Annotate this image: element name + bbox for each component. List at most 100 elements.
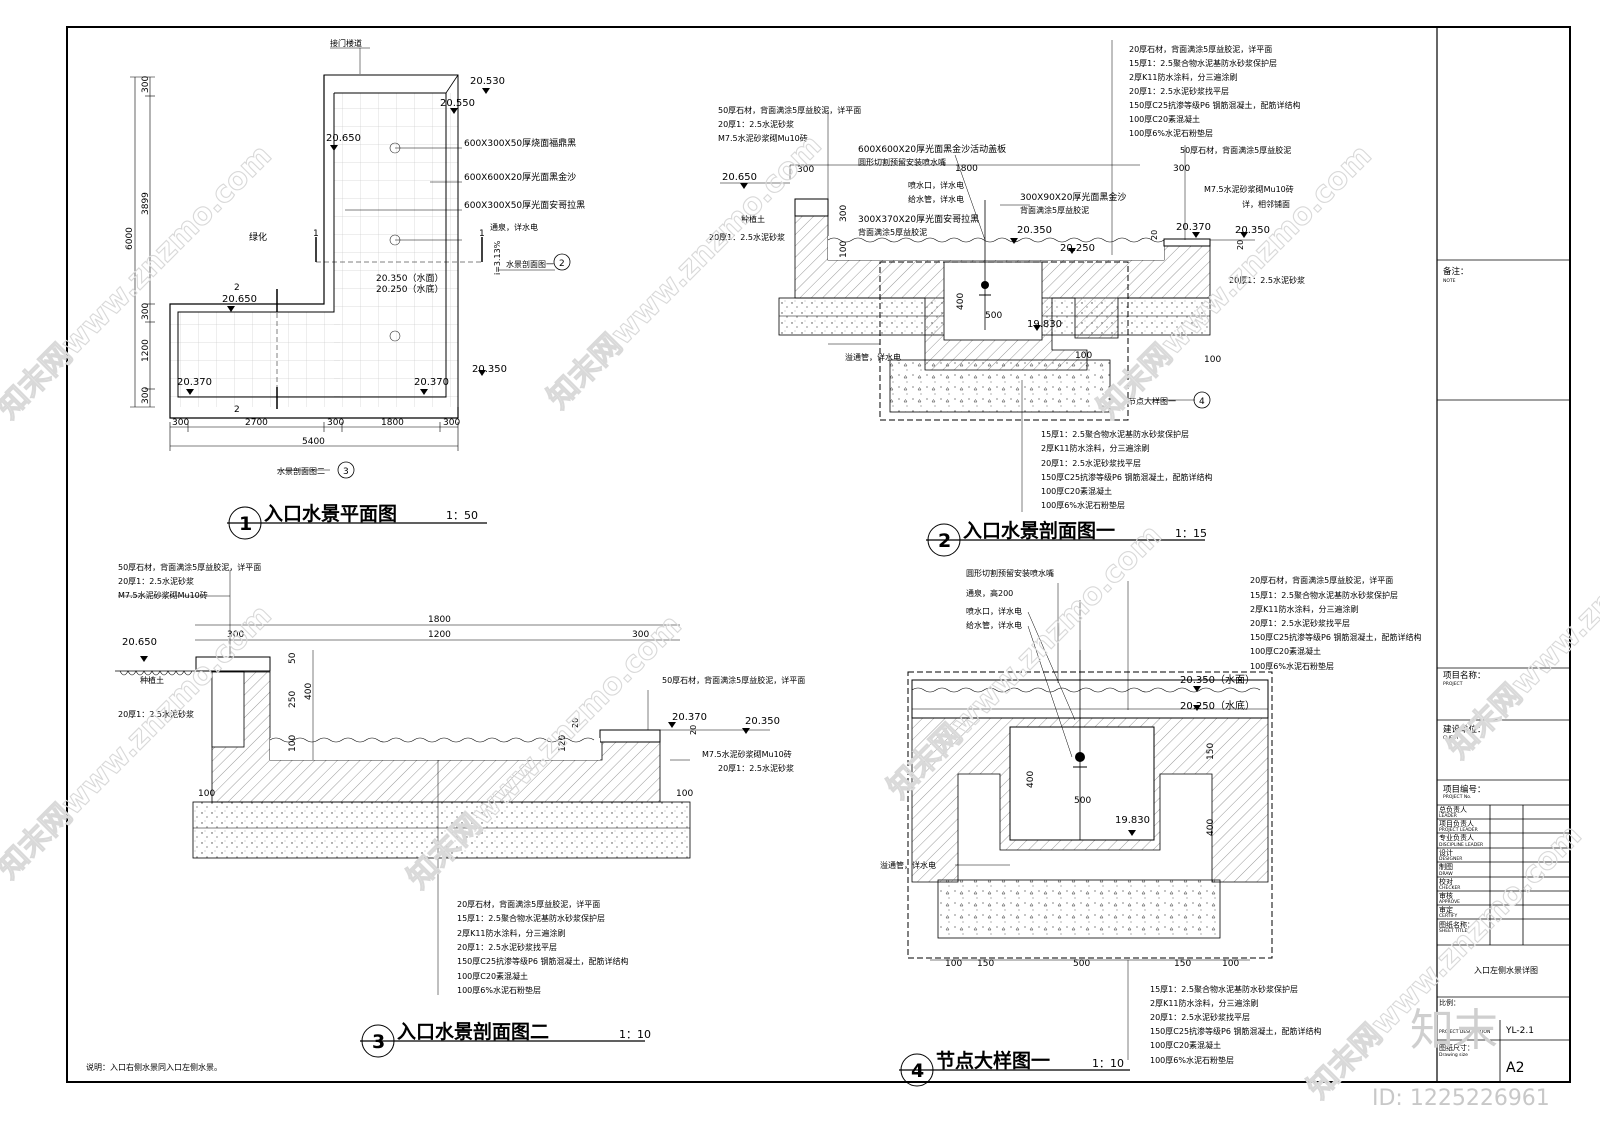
d-top-note-5: 100厚C20素混凝土 <box>1250 646 1321 656</box>
s2-bottom-note-0: 20厚石材，背面满涂5厚益胶泥，详平面 <box>457 899 600 909</box>
tb-sheet-no: YL-2.1 <box>1505 1026 1534 1036</box>
d-bottom-note-0: 15厚1：2.5聚合物水泥基防水砂浆保护层 <box>1150 984 1298 994</box>
plan-view <box>130 47 571 540</box>
section1-view <box>720 40 1255 557</box>
tb-desc-label: PROJECT DESCRIPTION <box>1439 1029 1490 1035</box>
d-title-number: 4 <box>911 1060 924 1082</box>
s2-bottom-note-5: 100厚C20素混凝土 <box>457 971 528 981</box>
plan-stone3-label: 600X300X50厚光面安哥拉黑 <box>464 199 585 211</box>
s1-callout-13: 20厚1：2.5水泥砂浆 <box>1229 275 1305 285</box>
d-dim-3: 400 <box>1206 819 1216 836</box>
tb-client-label: 建设单位： <box>1443 724 1486 735</box>
tb-row-0-en: LEADER <box>1439 813 1457 819</box>
tb-row-1-en: PROJECT LEADER <box>1439 827 1478 833</box>
d-dim-7: 150 <box>1174 959 1191 969</box>
tb-row-6-cn: 审核 <box>1439 891 1453 900</box>
s2-elev-1: 20.370 <box>672 712 707 723</box>
s1-top-note-0: 20厚石材，背面满涂5厚益胶泥，详平面 <box>1129 44 1272 54</box>
s2-dim-side-1: 100 <box>676 789 693 799</box>
s1-bottom-note-0: 15厚1：2.5聚合物水泥基防水砂浆保护层 <box>1041 429 1189 439</box>
s1-callout-9: M7.5水泥砂浆砌Mu10砖 <box>1204 184 1294 194</box>
s2-dimv-5: 20 <box>571 718 580 728</box>
s1-callout-15: 节点大样图一 <box>1128 396 1176 406</box>
s2-bottom-note-3: 20厚1：2.5水泥砂浆找平层 <box>457 942 557 952</box>
s1-elev-2: 20.250 <box>1060 243 1095 254</box>
d-dim-1: 500 <box>1074 796 1091 806</box>
s1-dim-6: 500 <box>985 311 1002 321</box>
s1-elev-1: 20.350 <box>1017 225 1052 236</box>
s1-callout-4: 300X370X20厚光面安哥拉黑 <box>858 213 979 225</box>
s2-bottom-note-6: 100厚6%水泥石粉垫层 <box>457 985 541 995</box>
d-top-note-4: 150厚C25抗渗等级P6 钢筋混凝土，配筋详结构 <box>1250 632 1422 642</box>
d-bottom-note-1: 2厚K11防水涂料，分三遍涂刷 <box>1150 998 1259 1008</box>
s1-top-note-4: 150厚C25抗渗等级P6 钢筋混凝土，配筋详结构 <box>1129 100 1301 110</box>
d-top-note-0: 20厚石材，背面满涂5厚益胶泥，详平面 <box>1250 575 1393 585</box>
title-block <box>1437 259 1570 1082</box>
s1-callout-5: 背面满涂5厚益胶泥 <box>858 227 927 237</box>
tb-row-2-cn: 专业负责人 <box>1439 833 1474 842</box>
tb-row-7-en: CERTIFY <box>1439 913 1457 919</box>
s1-dim-5: 400 <box>956 293 966 310</box>
plan-stone2-label: 600X600X20厚光面黑金沙 <box>464 171 576 183</box>
section2-view <box>115 570 770 1058</box>
s1-bottom-note-2: 20厚1：2.5水泥砂浆找平层 <box>1041 458 1141 468</box>
d-elev-2: 19.830 <box>1115 815 1150 826</box>
tb-row-5-en: CHECKER <box>1439 885 1460 891</box>
tb-project-no-en: PROJECT No. <box>1443 794 1471 800</box>
plan-dimv-5: 300 <box>141 387 151 404</box>
s1-elev-3: 19.830 <box>1027 319 1062 330</box>
d-dim-4: 100 <box>945 959 962 969</box>
s1-left-note-2: M7.5水泥砂浆砌Mu10砖 <box>718 133 808 143</box>
plan-slope: i=3.13% <box>493 240 502 275</box>
tb-client-en: CLIENT <box>1443 735 1459 741</box>
s2-right-note-0: 50厚石材，背面满涂5厚益胶泥，详平面 <box>662 675 805 685</box>
plan-water-bottom: 20.250（水底） <box>376 283 444 295</box>
d-elev-0: 20.350（水面） <box>1180 674 1255 686</box>
tb-note-label: 备注： <box>1443 266 1469 277</box>
s1-elev-0: 20.650 <box>722 172 757 183</box>
s1-dim-9: 20 <box>1150 230 1159 240</box>
d-callout-4: 溢通管，详水电 <box>880 860 936 870</box>
plan-elev-1: 20.550 <box>440 98 475 109</box>
d-dim-2: 150 <box>1206 743 1216 760</box>
plan-dimv-0: 300 <box>141 76 151 93</box>
tb-sheet-title: 入口左侧水景详图 <box>1474 965 1538 975</box>
s1-bottom-note-5: 100厚6%水泥石粉垫层 <box>1041 500 1125 510</box>
s1-dim-2: 300 <box>1173 164 1190 174</box>
plan-elev-4: 20.370 <box>177 377 212 388</box>
tb-row-1-cn: 项目负责人 <box>1439 819 1474 828</box>
d-dim-6: 500 <box>1073 959 1090 969</box>
d-callout-1: 通泉，高200 <box>966 588 1013 598</box>
s1-top-note-5: 100厚C20素混凝土 <box>1129 114 1200 124</box>
s2-dimv-0: 50 <box>288 652 298 664</box>
d-top-note-1: 15厚1：2.5聚合物水泥基防水砂浆保护层 <box>1250 590 1398 600</box>
tb-row-5-cn: 校对 <box>1439 877 1453 886</box>
s2-elev-2: 20.350 <box>745 716 780 727</box>
d-top-note-6: 100厚6%水泥石粉垫层 <box>1250 661 1334 671</box>
s1-detail-ref-num: 4 <box>1199 397 1205 407</box>
tb-project-label: 项目名称： <box>1443 670 1486 681</box>
tb-project-no-label: 项目编号： <box>1443 784 1486 795</box>
s1-callout-6: 300X90X20厚光面黑金沙 <box>1020 191 1126 203</box>
s1-scale: 1：15 <box>1175 527 1207 540</box>
s1-top-note-1: 15厚1：2.5聚合物水泥基防水砂浆保护层 <box>1129 58 1277 68</box>
s1-bottom-note-1: 2厚K11防水涂料，分三遍涂刷 <box>1041 443 1150 453</box>
plan-dimv-3: 300 <box>141 303 151 320</box>
watermark-text-3: 知末网www.znzmo.com <box>541 128 829 416</box>
d-top-note-3: 20厚1：2.5水泥砂浆找平层 <box>1250 618 1350 628</box>
tb-note-en: NOTE <box>1443 278 1456 284</box>
d-dim-0: 400 <box>1026 771 1036 788</box>
tb-row-2-en: DISCIPLINE LEADER <box>1439 842 1483 848</box>
d-callout-0: 圆形切割预留安装喷水嘴 <box>966 568 1054 578</box>
s1-callout-10: 详，相邻铺面 <box>1242 199 1290 209</box>
s2-left-note-1: 20厚1：2.5水泥砂浆 <box>118 576 194 586</box>
plan-nozzle-label: 通泉，详水电 <box>490 222 538 232</box>
s1-dim-0: 300 <box>797 165 814 175</box>
s1-title-number: 2 <box>938 530 951 552</box>
s2-dim-top-1: 300 <box>227 630 244 640</box>
s2-dim-side-0: 100 <box>198 789 215 799</box>
detail-texts: 圆形切割预留安装喷水嘴 通泉，高200 喷水口，详水电 给水管，详水电 溢通管，… <box>880 568 1422 1082</box>
plan-elev-3: 20.650 <box>222 294 257 305</box>
s1-callout-7: 背面满涂5厚益胶泥 <box>1020 205 1089 215</box>
